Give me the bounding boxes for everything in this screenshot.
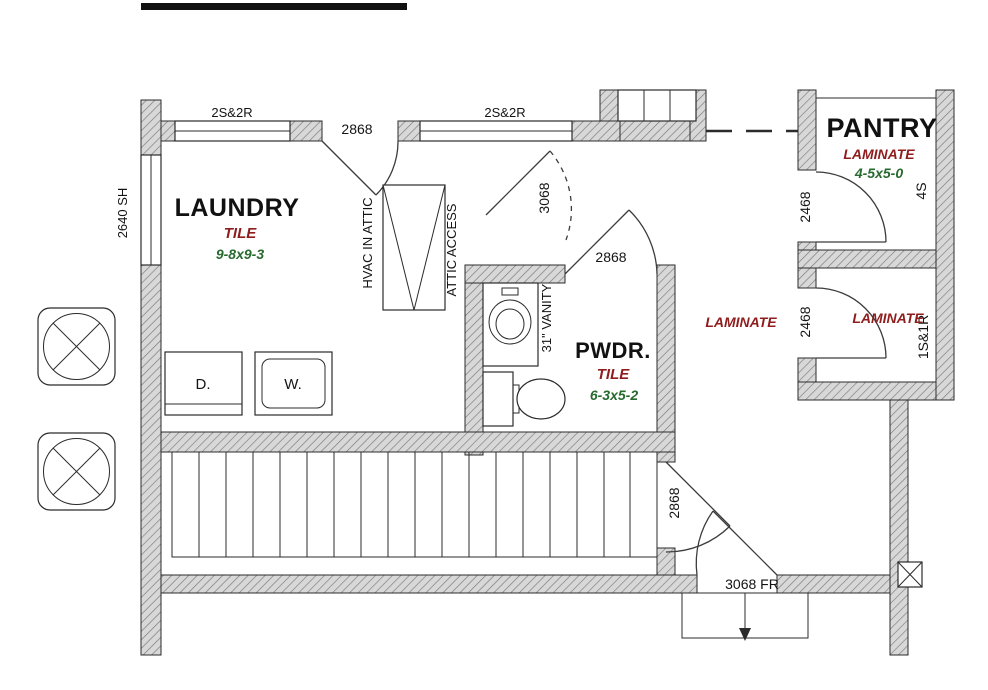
room-size-pantry: 4-5x5-0	[854, 165, 903, 181]
fan-blade-line	[52, 447, 101, 496]
vanity	[482, 282, 539, 367]
attic-hatch-outline	[382, 184, 446, 311]
hvac-note: HVAC IN ATTIC	[360, 197, 375, 288]
powder-door-arc	[628, 209, 658, 275]
doors	[321, 140, 887, 576]
shelf-label: 1S&1R	[915, 315, 931, 359]
title-underline	[141, 3, 407, 10]
washer-outline	[254, 351, 333, 416]
wall-segment-closet-bottom	[797, 381, 955, 401]
stair-hall-door-arc	[665, 525, 731, 553]
wall-segment	[797, 357, 817, 383]
stairs	[171, 451, 658, 558]
fan-blade-line	[52, 322, 101, 371]
room-size-powder: 6-3x5-2	[590, 387, 638, 403]
door-dim-label: 2868	[341, 121, 372, 137]
front-door-leaf	[712, 510, 778, 576]
attic-access-note: ATTIC ACCESS	[444, 203, 459, 296]
top-cabinet	[617, 89, 697, 122]
labels: 2S&2R 2S&2R 2868 3068 2640 SH LAUNDRY TI…	[115, 105, 938, 592]
toilet-bowl	[516, 378, 566, 420]
dryer-label: D.	[196, 376, 211, 393]
wall-segment	[797, 267, 817, 289]
cabinet-outline	[617, 89, 697, 122]
sink-bowl	[488, 299, 532, 345]
stair-risers	[198, 452, 631, 557]
powder-door-leaf	[564, 209, 630, 275]
laundry-door-arc	[375, 140, 399, 196]
wall-segment	[289, 120, 323, 142]
pantry-door-arc	[815, 171, 887, 243]
windows	[140, 120, 573, 266]
wall-segment-powder-left	[464, 264, 484, 456]
room-floor-pantry: LAMINATE	[843, 146, 915, 162]
wall-segment	[619, 120, 691, 142]
attic-hatch-line	[382, 184, 415, 311]
room-name-powder: PWDR.	[575, 338, 651, 363]
toilet-tank	[482, 371, 514, 427]
closet-door-arc	[815, 287, 887, 359]
fan-circle	[43, 438, 110, 505]
door-dim-label: 2468	[797, 306, 813, 337]
front-landing	[681, 592, 809, 641]
toilet	[482, 371, 566, 427]
wall-segment-right-lower	[889, 399, 909, 656]
door-dim-label: 3068 FR	[725, 576, 779, 592]
room-name-pantry: PANTRY	[827, 113, 938, 143]
room-size-laundry: 9-8x9-3	[216, 246, 264, 262]
window-label: 2S&2R	[484, 105, 525, 120]
wall-segment	[160, 120, 176, 142]
door-dim-label: 2868	[595, 249, 626, 265]
room-floor-powder: TILE	[597, 366, 630, 383]
fan-symbol-1	[37, 307, 116, 386]
front-door-arc	[695, 510, 714, 576]
floor-label-closet: LAMINATE	[852, 310, 924, 326]
wall-segment-divider	[797, 249, 955, 269]
wall-segment	[599, 89, 621, 122]
wall-segment-bottom	[776, 574, 909, 594]
wall-segment-bottom	[160, 574, 698, 594]
room-name-laundry: LAUNDRY	[175, 194, 300, 222]
fan-circle	[43, 313, 110, 380]
washer-inner	[261, 358, 326, 409]
room-floor-laundry: TILE	[224, 225, 257, 242]
stair-hall-door-leaf	[665, 461, 731, 527]
floor-label-hall: LAMINATE	[705, 314, 777, 330]
post-symbol	[897, 561, 923, 588]
wall-segment-right-exterior	[935, 89, 955, 401]
attic-access-hatch	[382, 184, 446, 311]
wall-segment-middle	[160, 431, 676, 453]
post-x-line	[897, 561, 923, 588]
wall-segment-powder-top	[464, 264, 566, 284]
vanity-outline	[482, 282, 539, 367]
walls	[140, 89, 955, 656]
hall-door-leaf	[485, 150, 551, 216]
wall-segment	[571, 120, 621, 142]
wall-segment	[140, 99, 162, 156]
window-label: 2S&2R	[211, 105, 252, 120]
wall-segment	[397, 120, 421, 142]
sink-drain-ring	[495, 308, 525, 340]
door-dim-label: 2868	[666, 487, 682, 518]
washer-label: W.	[284, 376, 302, 393]
washer	[254, 351, 333, 416]
window-label: 2640 SH	[115, 188, 130, 239]
wall-segment	[140, 264, 162, 656]
vanity-note: 31" VANITY	[539, 283, 554, 352]
faucet	[501, 287, 519, 296]
wall-segment-pantry-left	[797, 89, 817, 171]
laundry-door-leaf	[321, 140, 377, 196]
shelf-label: 4S	[913, 182, 929, 199]
door-dim-label: 3068	[536, 182, 552, 213]
door-dim-label: 2468	[797, 191, 813, 222]
direction-arrow	[739, 628, 751, 641]
fan-symbol-2	[37, 432, 116, 511]
dryer	[164, 351, 243, 416]
attic-hatch-line	[413, 184, 446, 311]
hall-door-arc	[549, 150, 573, 241]
